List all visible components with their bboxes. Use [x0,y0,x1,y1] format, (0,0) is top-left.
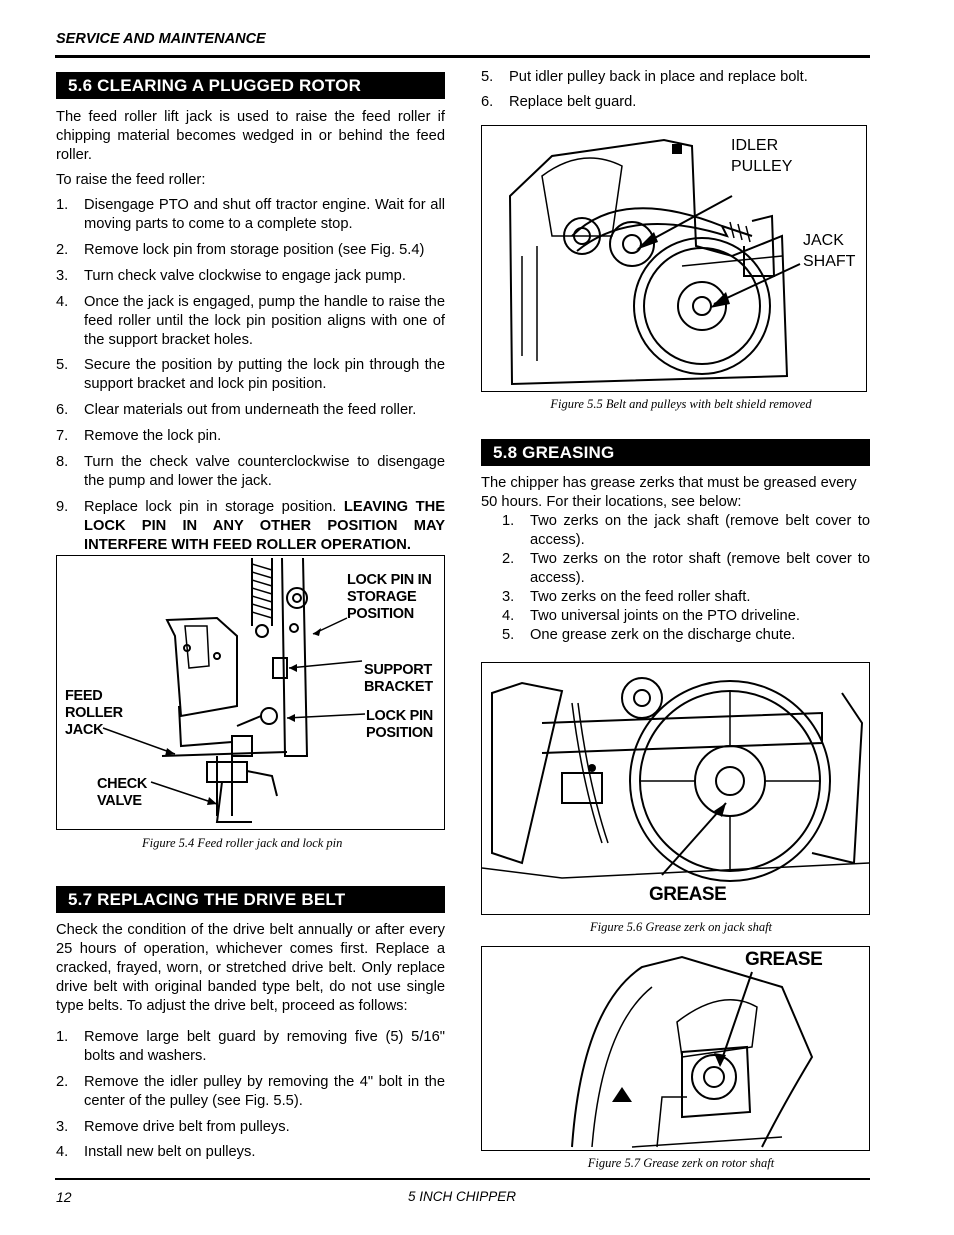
section-5-6-steps: 1.Disengage PTO and shut off tractor eng… [56,196,445,555]
left-column: 5.6 CLEARING A PLUGGED ROTOR The feed ro… [56,72,445,1160]
list-item: 4.Install new belt on pulleys. [56,1144,256,1160]
section-5-7-steps-continued: 5.Put idler pulley back in place and rep… [481,68,870,112]
footer-title: 5 INCH CHIPPER [408,1189,517,1204]
list-item: 9.Replace lock pin in storage position. … [56,499,446,553]
step-9-warning: LEAVING THE LOCK PIN IN ANY OTHER POSITI… [84,499,446,553]
label-grease-jack-shaft: GREASE [649,884,727,905]
list-item: 6.Clear materials out from underneath th… [56,402,417,418]
list-item: 5.Put idler pulley back in place and rep… [481,69,808,85]
list-item: 1.Remove large belt guard by removing fi… [56,1029,445,1064]
label-support-bracket: SUPPORT BRACKET [364,662,433,695]
section-5-8-heading: 5.8 GREASING [481,439,870,466]
right-column: 5.Put idler pulley back in place and rep… [481,68,870,1170]
figure-5-7-caption: Figure 5.7 Grease zerk on rotor shaft [587,1156,775,1170]
list-item: 8.Turn the check valve counterclockwise … [56,454,445,489]
figure-5-6: GREASE [481,662,870,915]
section-5-7-heading: 5.7 REPLACING THE DRIVE BELT [56,886,445,913]
figure-5-7: GREASE [481,946,870,1151]
list-item: 3.Remove drive belt from pulleys. [56,1119,290,1135]
label-lock-pin-position: LOCK PIN POSITION [366,708,433,741]
label-feed-roller-jack: FEED ROLLER JACK [65,688,123,738]
figure-5-5: IDLER PULLEY JACK SHAFT [481,125,867,392]
rotor-shaft-grease-illustration [571,955,814,1148]
list-item: 7.Remove the lock pin. [56,428,222,444]
list-item: 2.Remove lock pin from storage position … [56,242,425,258]
list-item: 4.Two universal joints on the PTO drivel… [502,608,800,624]
list-item: 3.Two zerks on the feed roller shaft. [502,589,751,605]
list-item: 2.Remove the idler pulley by removing th… [56,1074,445,1109]
header-title: SERVICE AND MAINTENANCE [56,31,266,47]
label-grease-rotor-shaft: GREASE [745,949,823,970]
belt-pulleys-illustration [508,138,801,386]
figure-5-5-caption: Figure 5.5 Belt and pulleys with belt sh… [550,397,812,411]
figure-5-4-caption: Figure 5.4 Feed roller jack and lock pin [142,836,343,850]
list-item: 1.Two zerks on the jack shaft (remove be… [502,513,870,548]
section-5-6-intro: The feed roller lift jack is used to rai… [56,109,445,163]
section-5-6-heading: 5.6 CLEARING A PLUGGED ROTOR [56,72,445,99]
page-number: 12 [56,1189,72,1205]
jack-shaft-grease-illustration [482,677,869,882]
list-item: 2.Two zerks on the rotor shaft (remove b… [502,551,870,586]
header-rule [55,55,870,58]
list-item: 5.One grease zerk on the discharge chute… [502,627,796,643]
figure-5-6-caption: Figure 5.6 Grease zerk on jack shaft [589,920,773,934]
section-5-7-intro: Check the condition of the drive belt an… [56,922,445,1014]
section-5-8-intro: The chipper has grease zerks that must b… [481,475,857,510]
feed-roller-jack-illustration [102,557,366,823]
list-item: 5.Secure the position by putting the loc… [56,357,445,392]
list-item: 6.Replace belt guard. [481,94,637,110]
label-check-valve: CHECK VALVE [97,776,148,809]
section-5-7-steps: 1.Remove large belt guard by removing fi… [56,1028,445,1162]
list-item: 1.Disengage PTO and shut off tractor eng… [56,197,445,232]
label-lock-pin-storage: LOCK PIN IN STORAGE POSITION [347,572,432,622]
figure-5-4: LOCK PIN IN STORAGE POSITION SUPPORT BRA… [56,555,445,830]
label-jack-shaft: JACK SHAFT [803,232,856,270]
list-item: 4.Once the jack is engaged, pump the han… [56,294,445,348]
section-5-8-steps: 1.Two zerks on the jack shaft (remove be… [502,512,870,645]
section-5-6-lead: To raise the feed roller: [56,172,206,188]
label-idler-pulley: IDLER PULLEY [731,137,793,175]
footer-rule [55,1178,870,1180]
list-item: 3.Turn check valve clockwise to engage j… [56,268,406,284]
